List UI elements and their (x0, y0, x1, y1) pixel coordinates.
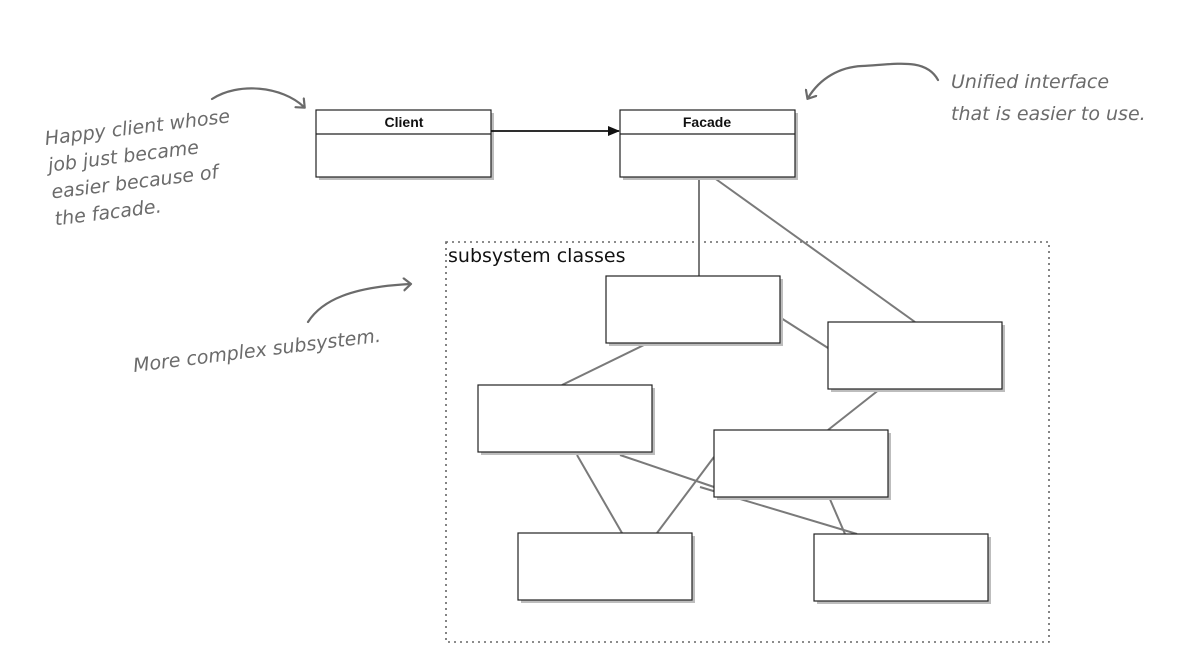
subsystem-c-to-d (619, 454, 715, 488)
client-class-box (315, 109, 492, 178)
facade-class-box (619, 109, 796, 178)
subsystem-d-to-f (828, 496, 846, 535)
subsystem-class-e-box (517, 532, 693, 601)
facade-class[interactable]: Facade (619, 109, 798, 180)
subsystem-class-b[interactable] (827, 321, 1005, 392)
subsystem-class-d[interactable] (713, 429, 891, 500)
subsystem-b-to-d (827, 388, 881, 431)
subsystem-class-f[interactable] (813, 533, 991, 604)
client-annotation-arrow (210, 87, 304, 107)
subsystem-label: subsystem classes (448, 245, 626, 267)
subsystem-a-to-c (561, 342, 649, 386)
facade-note-line-1: Unified interface (951, 71, 1109, 93)
subsystem-c-to-e (576, 454, 623, 534)
facade-annotation-arrow (808, 62, 940, 98)
subsystem-class-c-box (477, 384, 653, 453)
subsystem-a-to-b (780, 317, 829, 349)
subsystem-class-b-box (827, 321, 1003, 390)
subsystem-class-a[interactable] (605, 275, 783, 346)
facade-note-line-2: that is easier to use. (951, 103, 1146, 125)
subsystem-class-a-box (605, 275, 781, 344)
subsystem-class-f-box (813, 533, 989, 602)
subsystem-boundary (445, 241, 1050, 643)
client-class-name: Client (385, 114, 424, 130)
subsystem-annotation: More complex subsystem. (132, 325, 382, 377)
facade-annotation: Unified interface that is easier to use. (951, 71, 1146, 125)
facade-to-subsystem-b (712, 176, 916, 323)
subsystem-annotation-arrow (306, 284, 410, 324)
subsystem-class-e[interactable] (517, 532, 695, 603)
subsystem-d-to-e (656, 456, 715, 534)
subsystem-class-c[interactable] (477, 384, 655, 455)
client-class[interactable]: Client (315, 109, 494, 180)
client-annotation: Happy client whose job just became easie… (44, 105, 232, 230)
subsystem-class-d-box (713, 429, 889, 498)
facade-class-name: Facade (683, 114, 731, 130)
